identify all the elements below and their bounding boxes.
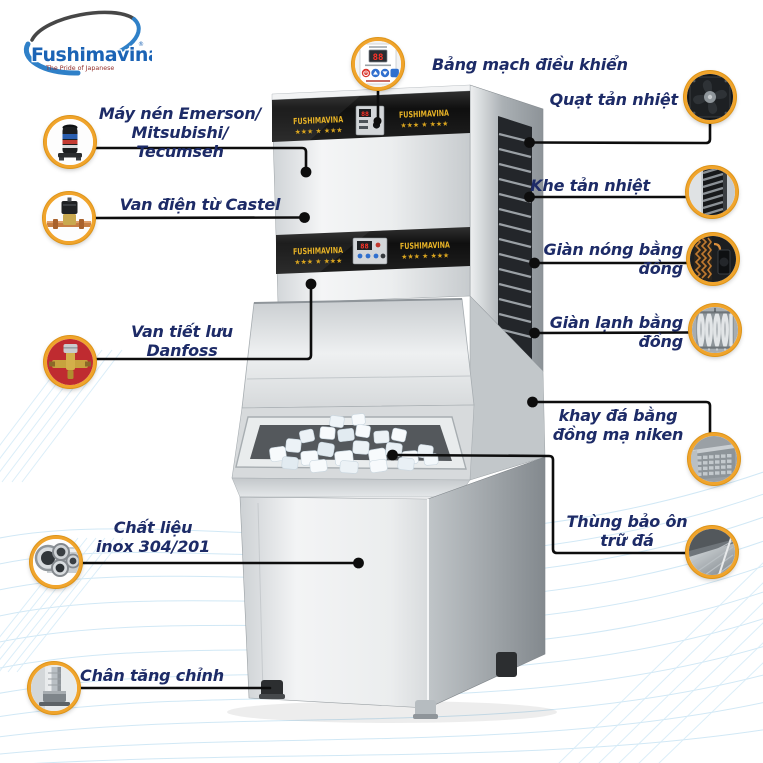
storage-bin-photo — [686, 526, 738, 578]
foot-back-right — [496, 652, 517, 677]
dot-material — [353, 557, 364, 569]
label-material: Chất liệu inox 304/201 — [96, 518, 210, 556]
label-feet: Chân tăng chỉnh — [80, 666, 224, 685]
brand-band-2-gloss — [276, 231, 370, 274]
brand-plate-text: FUSHIMAVINA — [399, 109, 450, 121]
connector-fan — [531, 121, 712, 145]
open-lid — [241, 298, 475, 409]
fan-photo — [684, 71, 736, 123]
led-display-lower: 88 — [360, 243, 368, 251]
fan-icon — [687, 74, 733, 120]
solenoid-valve-photo — [43, 192, 95, 244]
label-vent: Khe tản nhiệt — [530, 176, 650, 195]
compressor-icon — [47, 119, 93, 165]
vent-grille-slats — [498, 132, 532, 339]
foot-front-right — [415, 700, 436, 718]
mode-button — [390, 68, 399, 78]
logo-name: Fushimavina — [31, 44, 152, 66]
brand-stars: ★★★ ★ ★★★ — [294, 126, 342, 136]
evaporator-coil-photo — [689, 304, 741, 356]
dot-condenser — [529, 257, 540, 269]
dot-solenoid-valve — [299, 212, 310, 223]
condenser-coil-icon — [690, 236, 736, 282]
vent-slot-photo — [686, 166, 738, 218]
brand-stars: ★★★ ★ ★★★ — [401, 252, 449, 262]
brand-logo-graphic: Fushimavina ® The Pride of Japanese — [23, 10, 162, 76]
bin-apron — [231, 477, 471, 498]
label-compressor: Máy nén Emerson/ Mitsubishi/ Tecumseh — [98, 104, 262, 161]
dot-vent — [524, 191, 535, 203]
connector-storage-bin — [394, 453, 688, 555]
inox-pipes-photo — [30, 536, 82, 588]
cabinet-side — [427, 456, 546, 709]
control-panel-icon: 88 — [355, 41, 401, 87]
ice-tray-photo — [688, 433, 740, 485]
adjustable-foot-photo — [28, 662, 80, 714]
adjustable-foot-icon — [31, 665, 77, 711]
condenser-coil-photo — [687, 233, 739, 285]
brand-logo: Fushimavina ® The Pride of Japanese — [16, 4, 162, 84]
label-solenoid-valve: Van điện từ Castel — [119, 195, 281, 214]
control-panel-lower: 88 — [352, 237, 388, 265]
dot-control-board — [373, 117, 382, 125]
brand-stars: ★★★ ★ ★★★ — [294, 257, 342, 267]
dot-expansion-valve — [305, 278, 317, 290]
label-ice-tray: khay đá bằng đồng mạ niken — [552, 406, 684, 444]
dot-fan — [524, 137, 535, 148]
label-expansion-valve: Van tiết lưu Danfoss — [131, 322, 233, 360]
evaporator-coil-icon — [692, 307, 738, 353]
expansion-valve-icon — [47, 339, 93, 385]
brand-stars: ★★★ ★ ★★★ — [400, 120, 448, 130]
led-display-upper: 88 — [361, 110, 369, 118]
connector-evaporator — [536, 331, 691, 335]
dot-compressor — [300, 166, 312, 178]
label-control-board: Bảng mạch điều khiển — [432, 55, 628, 74]
ice-tray-icon — [691, 436, 737, 482]
control-panel-callout: 88 — [352, 38, 404, 90]
connector-solenoid-valve — [91, 216, 303, 220]
dot-storage-bin — [387, 449, 398, 461]
storage-bin-icon — [689, 529, 735, 575]
inox-pipes-icon — [33, 539, 79, 585]
background-rays-right-low — [558, 562, 763, 763]
led-display-callout: 88 — [373, 53, 384, 63]
brand-band-1-gloss — [272, 96, 360, 142]
connector-lines — [77, 88, 712, 690]
brand-plate-text: FUSHIMAVINA — [293, 246, 344, 258]
compressor-photo — [44, 116, 96, 168]
brand-plate-text: FUSHIMAVINA — [293, 115, 344, 127]
connector-dots — [299, 117, 540, 569]
machine-feet — [259, 652, 517, 719]
cabinet-front — [239, 496, 429, 709]
dot-evaporator — [529, 327, 540, 339]
label-storage-bin: Thùng bảo ôn trữ đá — [566, 512, 688, 550]
brand-plate-text: FUSHIMAVINA — [400, 241, 451, 253]
solenoid-valve-icon — [46, 195, 92, 241]
dot-ice-tray — [527, 396, 538, 408]
foot-front-left — [261, 680, 283, 698]
logo-registered-mark: ® — [138, 41, 144, 48]
machine-illustration: FUSHIMAVINA ★★★ ★ ★★★ FUSHIMAVINA ★★★ ★ … — [227, 84, 557, 723]
connector-ice-tray — [534, 400, 712, 435]
connector-expansion-valve — [94, 285, 313, 361]
floor-shadow — [227, 701, 557, 723]
logo-tagline: The Pride of Japanese — [45, 65, 114, 72]
label-fan: Quạt tản nhiệt — [549, 90, 679, 109]
label-condenser: Giàn nóng bằng đồng — [543, 240, 684, 278]
connector-compressor — [92, 146, 308, 171]
label-evaporator: Giàn lạnh bằng đồng — [549, 313, 684, 351]
vent-slot-icon — [689, 169, 735, 215]
expansion-valve-photo — [44, 336, 96, 388]
